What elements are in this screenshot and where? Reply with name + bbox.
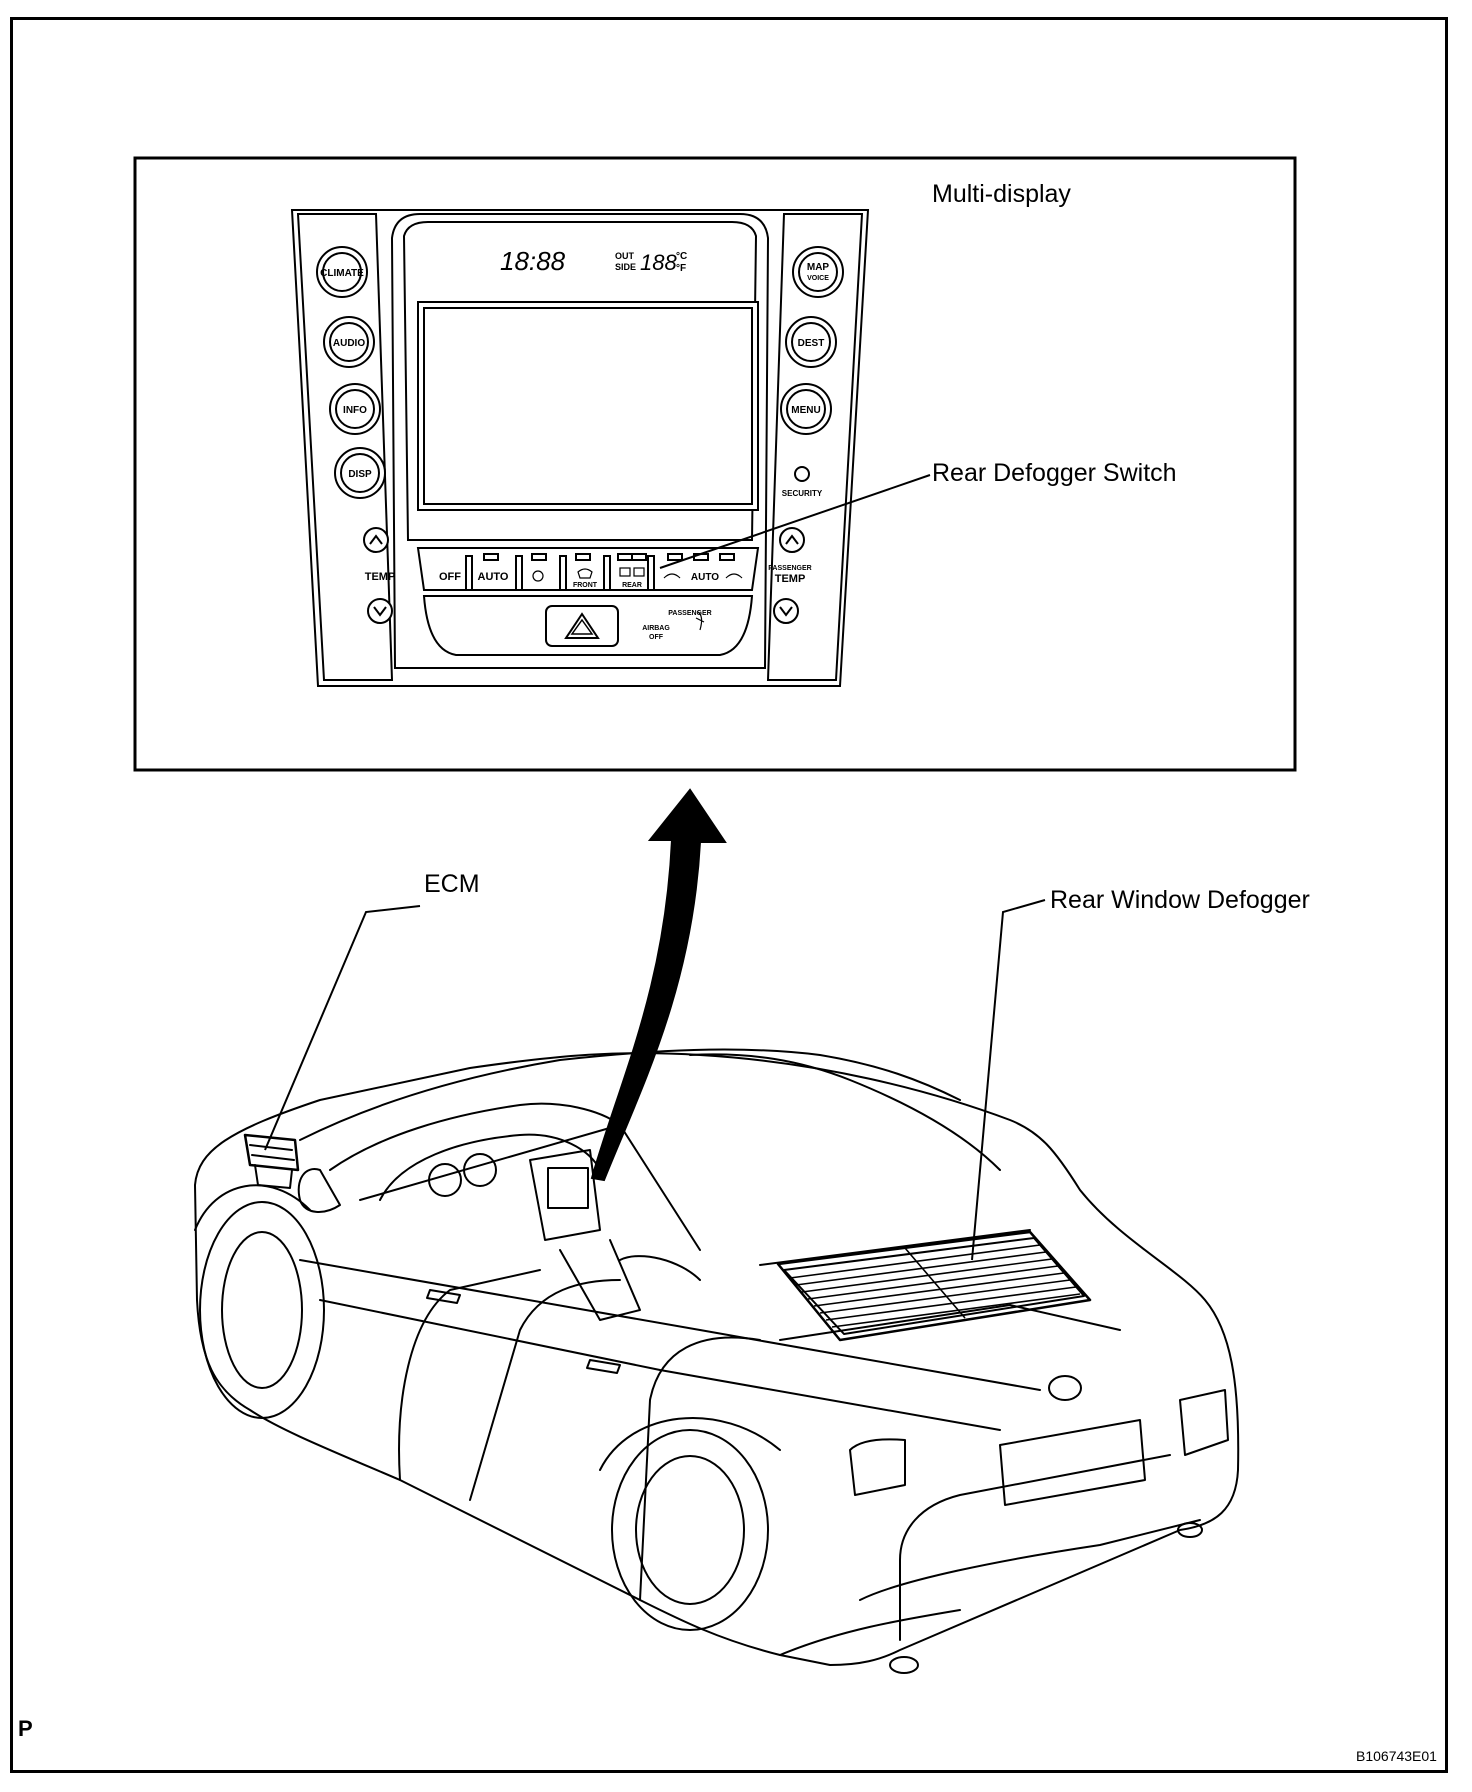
svg-text:AUDIO: AUDIO: [333, 338, 365, 349]
label-rear-window-defogger: Rear Window Defogger: [1050, 886, 1310, 914]
svg-text:VOICE: VOICE: [807, 275, 829, 282]
svg-text:OFF: OFF: [439, 571, 461, 583]
corner-code-left: P: [18, 1716, 33, 1741]
car-illustration: [194, 1048, 1240, 1674]
multi-display-panel: [290, 209, 870, 687]
svg-text:SIDE: SIDE: [615, 262, 636, 272]
svg-text:DEST: DEST: [798, 338, 825, 349]
corner-code-right: B106743E01: [1356, 1748, 1437, 1764]
left-buttons: [316, 246, 393, 624]
leader-rear-defogger-switch: [659, 474, 931, 569]
label-rear-defogger-switch: Rear Defogger Switch: [932, 459, 1177, 487]
svg-text:°C: °C: [676, 251, 687, 262]
svg-text:MAP: MAP: [807, 262, 830, 273]
svg-text:PASSENGER: PASSENGER: [768, 565, 811, 572]
svg-text:MENU: MENU: [791, 405, 820, 416]
climate-icons: [532, 567, 743, 631]
svg-text:AIRBAG: AIRBAG: [642, 625, 670, 632]
svg-text:CLIMATE: CLIMATE: [320, 268, 364, 279]
arrow-to-multi-display: [590, 788, 727, 1182]
svg-text:AUTO: AUTO: [478, 571, 509, 583]
clock-readout: 18:88: [500, 246, 566, 276]
svg-text:TEMP: TEMP: [365, 571, 396, 583]
leader-rear-window-defogger: [971, 899, 1046, 1261]
svg-text:REAR: REAR: [622, 582, 642, 589]
svg-text:DISP: DISP: [348, 469, 372, 480]
svg-text:OUT: OUT: [615, 251, 635, 261]
svg-text:FRONT: FRONT: [573, 582, 598, 589]
leader-ecm: [264, 905, 421, 1151]
svg-text:AUTO: AUTO: [691, 572, 719, 583]
svg-text:PASSENGER: PASSENGER: [668, 610, 711, 617]
chevron-icons: [369, 534, 799, 617]
label-multi-display: Multi-display: [932, 180, 1071, 208]
panel-labels: 18:88 OUT SIDE 188 °C °F CLIMATE AUDIO I…: [320, 246, 829, 641]
outside-temp: 188: [640, 250, 677, 275]
defogger-grid: [789, 1244, 1081, 1328]
diagram-frame: [10, 17, 1448, 1773]
svg-text:OFF: OFF: [649, 634, 664, 641]
label-ecm: ECM: [424, 870, 480, 898]
right-buttons: [773, 246, 844, 624]
svg-text:INFO: INFO: [343, 405, 367, 416]
svg-text:SECURITY: SECURITY: [782, 489, 823, 498]
svg-text:TEMP: TEMP: [775, 573, 806, 585]
svg-text:°F: °F: [676, 263, 686, 274]
